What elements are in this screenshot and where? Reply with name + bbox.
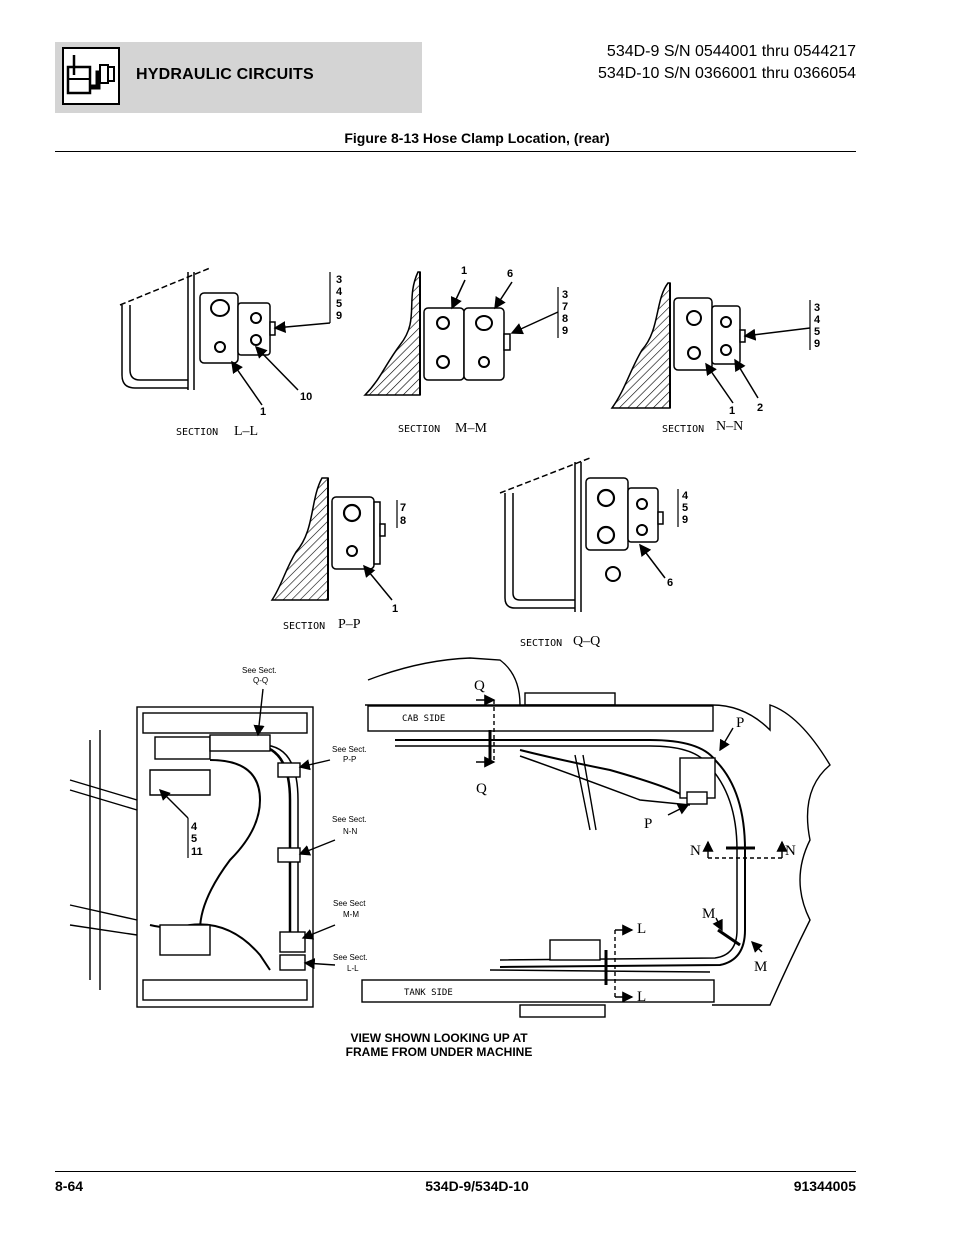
see-sect-mm-line1: See Sect — [333, 899, 366, 908]
pp-callout-7: 7 — [400, 502, 406, 514]
qq-callout-6: 6 — [667, 577, 673, 589]
cut-q-bottom: Q — [476, 781, 487, 797]
mm-callout-6: 6 — [507, 268, 513, 280]
see-sect-ll-line1: See Sect. — [333, 953, 368, 962]
section-ll-label-word: SECTION — [176, 427, 218, 438]
footer-model: 534D-9/534D-10 — [425, 1178, 529, 1194]
section-ll-detail — [119, 267, 331, 406]
mm-callout-1: 1 — [461, 265, 467, 277]
serial-range-534d-9: 534D-9 S/N 0544001 thru 0544217 — [606, 43, 856, 60]
qq-callout-5: 5 — [682, 502, 688, 514]
section-mm-detail — [363, 271, 559, 396]
page-number: 8-64 — [55, 1178, 84, 1194]
section-nn-detail — [610, 282, 811, 409]
see-sect-qq-line2: Q-Q — [253, 676, 268, 685]
see-sect-nn-line2: N-N — [343, 827, 357, 836]
header-rule — [55, 151, 856, 152]
left-callout-5: 5 — [191, 833, 197, 845]
nn-callout-1: 1 — [729, 405, 735, 417]
mm-callout-7: 7 — [562, 301, 568, 313]
ll-callout-5: 5 — [336, 298, 342, 310]
mm-callout-9: 9 — [562, 325, 568, 337]
qq-callout-4: 4 — [682, 490, 689, 502]
section-qq-label-word: SECTION — [520, 638, 562, 649]
mm-callout-8: 8 — [562, 313, 568, 325]
cut-p-bottom: P — [644, 816, 652, 832]
nn-callout-9: 9 — [814, 338, 820, 350]
serial-range-534d-10: 534D-10 S/N 0366001 thru 0366054 — [598, 65, 856, 82]
view-caption-line2: FRAME FROM UNDER MACHINE — [346, 1045, 533, 1059]
right-frame-view — [361, 657, 831, 1018]
cut-m-top: M — [702, 906, 715, 922]
section-qq-detail — [499, 457, 679, 612]
section-pp-label-word: SECTION — [283, 621, 325, 632]
see-sect-qq-line1: See Sect. — [242, 666, 277, 675]
view-caption-line1: VIEW SHOWN LOOKING UP AT — [350, 1031, 528, 1045]
section-pp-detail — [270, 477, 398, 601]
cut-n-right: N — [785, 843, 796, 859]
see-sect-nn-line1: See Sect. — [332, 815, 367, 824]
cab-side-label: CAB SIDE — [402, 714, 445, 724]
section-mm-label-word: SECTION — [398, 424, 440, 435]
cut-p-top: P — [736, 715, 744, 731]
see-sect-pp-line1: See Sect. — [332, 745, 367, 754]
qq-callout-9: 9 — [682, 514, 688, 526]
see-sect-pp-line2: P-P — [343, 755, 356, 764]
footer-part-number: 91344005 — [793, 1178, 856, 1194]
tank-side-label: TANK SIDE — [404, 988, 453, 998]
section-ll-label-letters: L–L — [234, 424, 258, 439]
mm-callout-3: 3 — [562, 289, 568, 301]
cut-q-top: Q — [474, 678, 485, 694]
ll-callout-4: 4 — [336, 286, 343, 298]
see-sect-ll-line2: L-L — [347, 964, 359, 973]
nn-callout-3: 3 — [814, 302, 820, 314]
section-qq-label-letters: Q–Q — [573, 634, 600, 649]
left-frame-view — [69, 688, 336, 1008]
see-sect-mm-line2: M-M — [343, 910, 359, 919]
footer-rule — [55, 1171, 856, 1172]
ll-callout-3: 3 — [336, 274, 342, 286]
section-mm-label-letters: M–M — [455, 421, 487, 436]
ll-callout-10: 10 — [300, 391, 312, 403]
ll-callout-9: 9 — [336, 310, 342, 322]
section-nn-label-letters: N–N — [716, 419, 743, 434]
ll-callout-1: 1 — [260, 406, 266, 418]
pp-callout-1: 1 — [392, 603, 398, 615]
nn-callout-2: 2 — [757, 402, 763, 414]
hydraulic-circuit-icon — [62, 47, 120, 105]
section-nn-label-word: SECTION — [662, 424, 704, 435]
nn-callout-5: 5 — [814, 326, 820, 338]
pp-callout-8: 8 — [400, 515, 406, 527]
cut-n-left: N — [690, 843, 701, 859]
cut-l-bottom: L — [637, 989, 646, 1005]
section-pp-label-letters: P–P — [338, 617, 361, 632]
nn-callout-4: 4 — [814, 314, 821, 326]
section-title: HYDRAULIC CIRCUITS — [136, 66, 314, 83]
cut-m-bottom: M — [754, 959, 767, 975]
figure-title: Figure 8-13 Hose Clamp Location, (rear) — [344, 130, 610, 146]
left-callout-11: 11 — [191, 846, 203, 858]
left-callout-4: 4 — [191, 821, 198, 833]
cut-l-top: L — [637, 921, 646, 937]
